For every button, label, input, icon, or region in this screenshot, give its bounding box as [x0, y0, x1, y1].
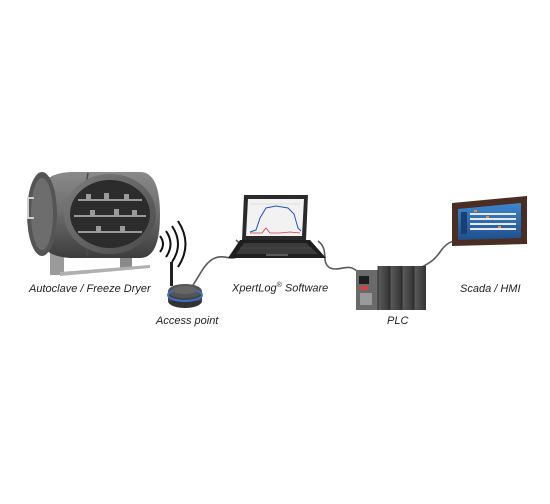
laptop-icon [228, 195, 326, 258]
cable-laptop-plc [317, 240, 359, 273]
registered-mark: ® [276, 282, 282, 289]
software-suffix: Software [281, 282, 329, 295]
software-name: XpertLog [232, 282, 277, 295]
scada-label: Scada / HMI [460, 283, 521, 295]
autoclave-icon [27, 172, 160, 276]
plc-label: PLC [387, 315, 409, 327]
cable-accesspoint-laptop [192, 239, 243, 286]
access-point-icon [167, 262, 203, 308]
wireless-waves-icon [159, 220, 187, 268]
access-point-label: Access point [156, 315, 219, 327]
software-label: XpertLog® Software [232, 282, 328, 295]
plc-icon [356, 266, 426, 310]
hmi-panel-icon [452, 196, 527, 246]
autoclave-label: Autoclave / Freeze Dryer [29, 283, 151, 295]
